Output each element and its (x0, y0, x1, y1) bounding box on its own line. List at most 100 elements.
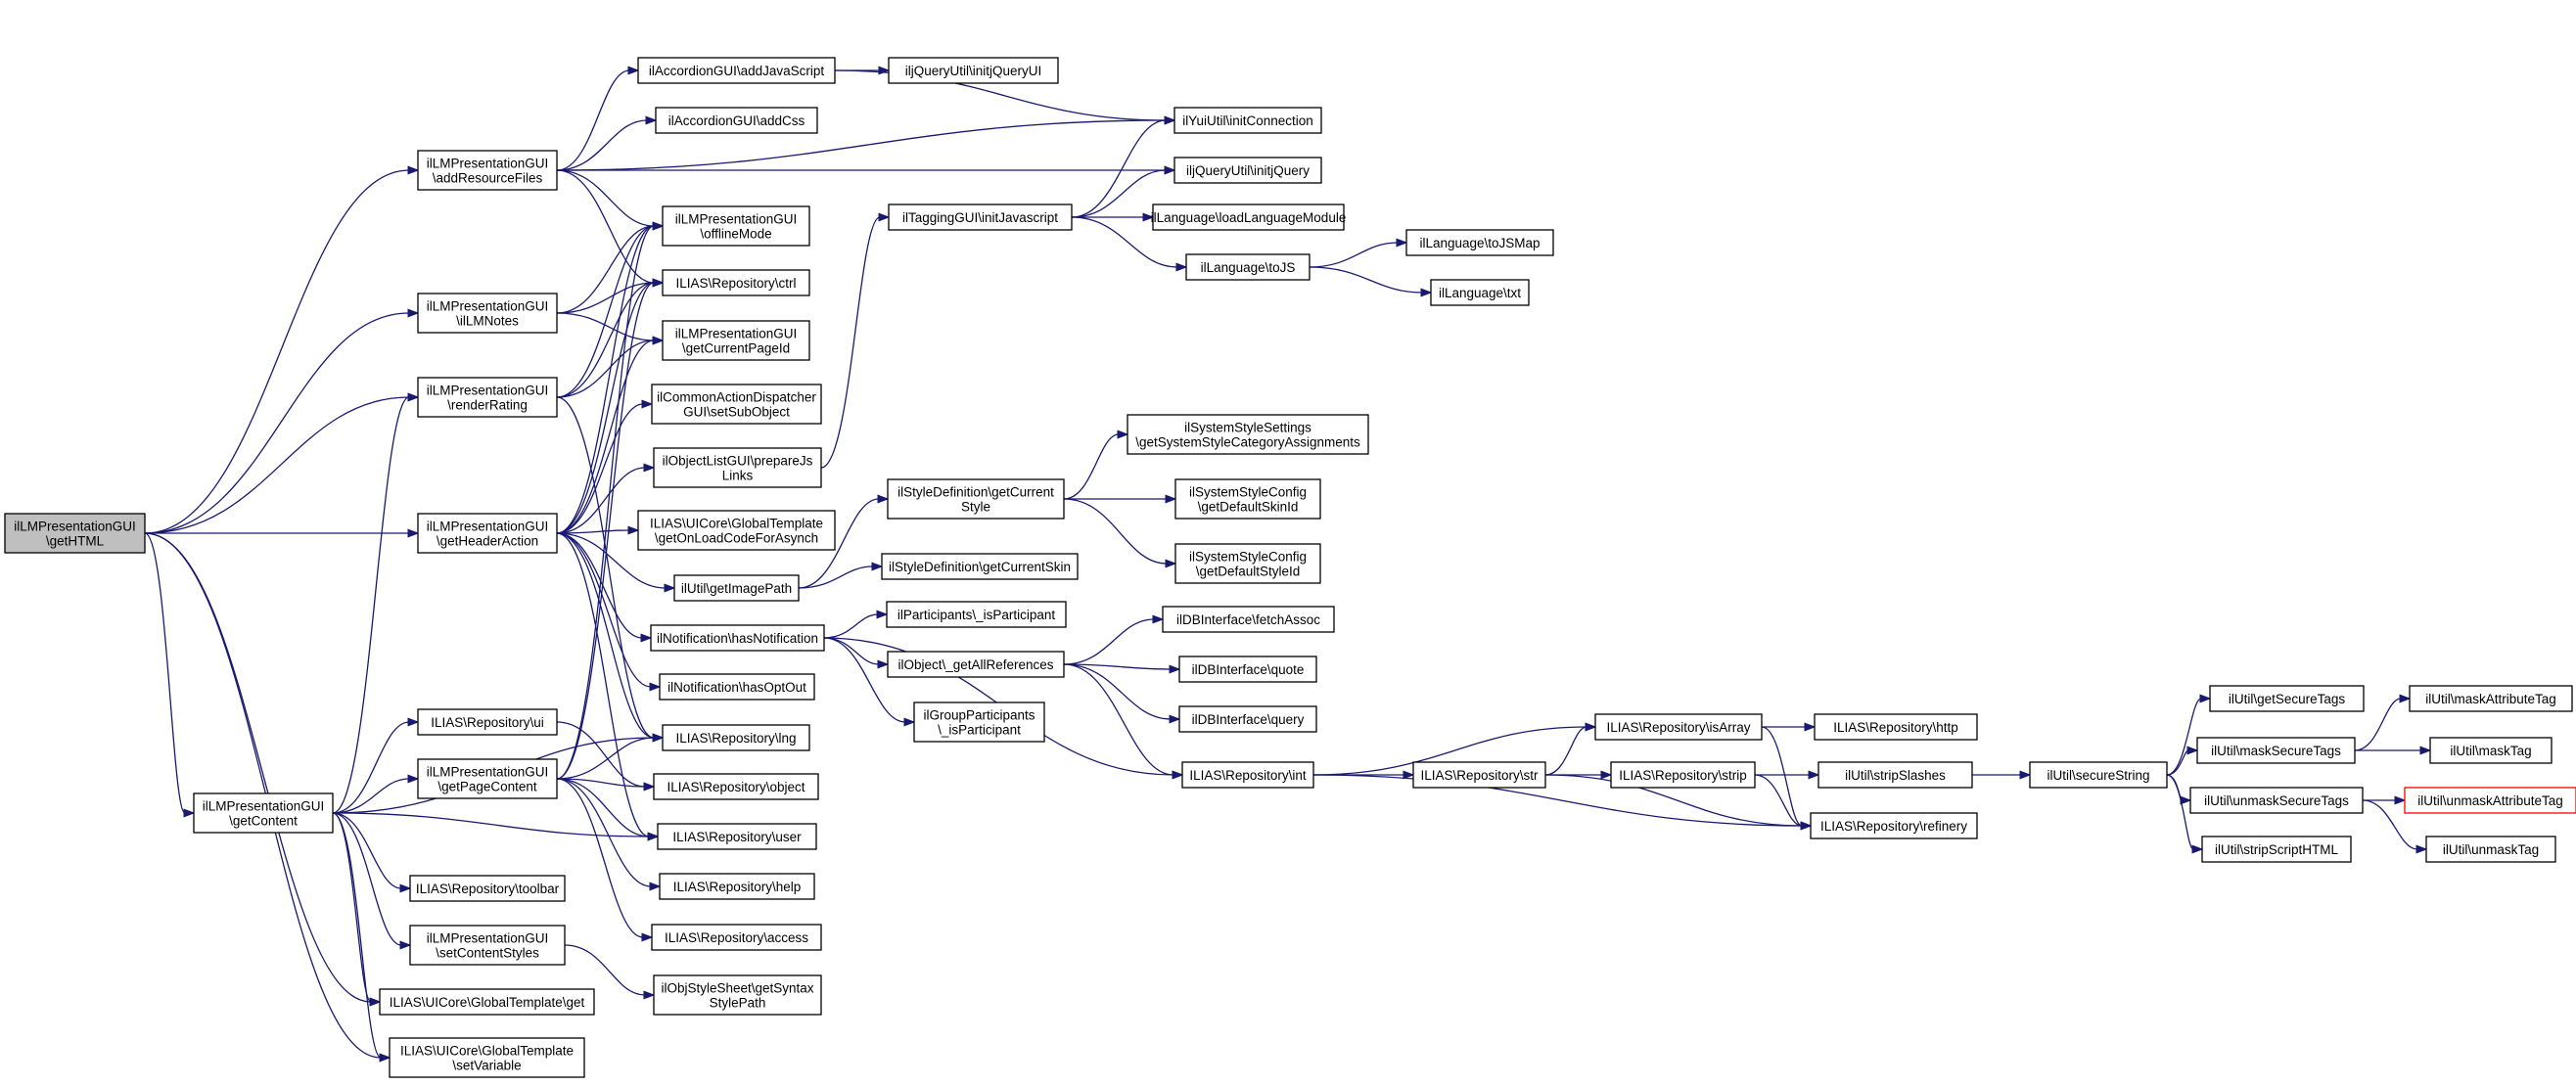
node-object[interactable]: ILIAS\Repository\object (653, 773, 819, 800)
call-graph-edges (144, 66, 2432, 1063)
node-ilLMNotes[interactable]: ilLMPresentationGUI\ilLMNotes (417, 293, 558, 334)
node-label: ILIAS\UICore\GlobalTemplate (400, 1044, 574, 1059)
node-box (888, 57, 1059, 84)
node-getSecureTags[interactable]: ilUtil\getSecureTags (2209, 685, 2365, 712)
node-initjQuery[interactable]: iljQueryUtil\initjQuery (1173, 157, 1322, 184)
node-getDefaultStyleId[interactable]: ilSystemStyleConfig\getDefaultStyleId (1174, 543, 1321, 584)
node-addResourceFiles[interactable]: ilLMPresentationGUI\addResourceFiles (417, 150, 558, 191)
node-getOnLoadCode[interactable]: ILIAS\UICore\GlobalTemplate\getOnLoadCod… (637, 510, 836, 551)
node-getDefaultSkinId[interactable]: ilSystemStyleConfig\getDefaultSkinId (1174, 478, 1321, 520)
node-toJS[interactable]: ilLanguage\toJS (1185, 253, 1311, 281)
edge-arrowhead (641, 399, 654, 409)
node-stripSlashes[interactable]: ilUtil\stripSlashes (1817, 761, 1973, 789)
edge-line (144, 396, 410, 534)
node-str[interactable]: ILIAS\Repository\str (1412, 761, 1546, 789)
node-help[interactable]: ILIAS\Repository\help (659, 873, 815, 900)
node-toolbar[interactable]: ILIAS\Repository\toolbar (409, 875, 566, 902)
node-label: \ilLMNotes (456, 314, 519, 329)
edge-line (1761, 726, 1803, 827)
node-getSystemStyleCat[interactable]: ilSystemStyleSettings\getSystemStyleCate… (1127, 414, 1369, 455)
node-isParticipant[interactable]: ilParticipants\_isParticipant (886, 601, 1067, 628)
node-label: \setVariable (452, 1059, 521, 1073)
edge-arrowhead (641, 932, 654, 942)
node-getPageContent[interactable]: ilLMPresentationGUI\getPageContent (417, 758, 558, 799)
node-taggingInitJs[interactable]: ilTaggingGUI\initJavascript (888, 204, 1073, 231)
edge-line (1309, 266, 1423, 294)
node-loadLanguageModule[interactable]: ilLanguage\loadLanguageModule (1151, 204, 1347, 231)
node-fetchAssoc[interactable]: ilDBInterface\fetchAssoc (1162, 606, 1335, 633)
node-query[interactable]: ilDBInterface\query (1178, 705, 1317, 733)
edge-hasNotification-to-getAllReferences (823, 637, 890, 669)
node-label: \_isParticipant (938, 723, 1021, 738)
edge-arrowhead (1169, 664, 1181, 674)
node-unmaskSecureTags[interactable]: ilUtil\unmaskSecureTags (2189, 787, 2364, 814)
edge-line (332, 396, 410, 814)
node-int[interactable]: ILIAS\Repository\int (1181, 761, 1314, 789)
node-toJSMap[interactable]: ilLanguage\toJSMap (1405, 229, 1554, 256)
node-getCurrentPageId[interactable]: ilLMPresentationGUI\getCurrentPageId (662, 320, 810, 361)
node-maskAttributeTag[interactable]: ilUtil\maskAttributeTag (2409, 685, 2573, 712)
node-ctrl[interactable]: ILIAS\Repository\ctrl (662, 269, 810, 296)
node-secureString[interactable]: ilUtil\secureString (2029, 761, 2168, 789)
node-user[interactable]: ILIAS\Repository\user (657, 823, 817, 850)
edge-line (556, 339, 655, 534)
edge-arrowhead (652, 221, 665, 231)
node-label: ilTaggingGUI\initJavascript (902, 210, 1058, 225)
node-box (417, 758, 558, 799)
edge-arrowhead (1804, 722, 1817, 732)
edge-getPageContent-to-ctrl (556, 278, 665, 780)
edge-arrowhead (1403, 770, 1415, 780)
edge-arrowhead (652, 278, 665, 288)
node-isArray[interactable]: ILIAS\Repository\isArray (1594, 713, 1763, 741)
node-offlineMode[interactable]: ilLMPresentationGUI\offlineMode (662, 205, 810, 247)
node-lng[interactable]: ILIAS\Repository\lng (662, 724, 810, 751)
node-groupIsParticipant[interactable]: ilGroupParticipants\_isParticipant (913, 701, 1045, 743)
node-box (1814, 713, 1978, 741)
node-quote[interactable]: ilDBInterface\quote (1178, 656, 1317, 683)
node-getHeaderAction[interactable]: ilLMPresentationGUI\getHeaderAction (417, 513, 558, 554)
node-access[interactable]: ILIAS\Repository\access (651, 924, 822, 951)
node-txt[interactable]: ilLanguage\txt (1430, 279, 1530, 306)
node-label: \getDefaultSkinId (1198, 500, 1299, 515)
node-label: ilUtil\maskSecureTags (2211, 744, 2341, 758)
node-unmaskTag[interactable]: ilUtil\unmaskTag (2425, 836, 2556, 863)
node-gtGet[interactable]: ILIAS\UICore\GlobalTemplate\get (379, 988, 595, 1016)
node-getAllReferences[interactable]: ilObject\_getAllReferences (887, 651, 1065, 678)
node-getCurrentSkin[interactable]: ilStyleDefinition\getCurrentSkin (881, 553, 1079, 580)
node-label: ilUtil\getImagePath (681, 581, 792, 596)
call-graph-nodes: ilLMPresentationGUI\getHTML ilLMPresentat… (4, 57, 2576, 1078)
node-http[interactable]: ILIAS\Repository\http (1814, 713, 1978, 741)
edge-line (556, 282, 655, 314)
node-refinery[interactable]: ILIAS\Repository\refinery (1810, 812, 1978, 839)
node-stripScriptHTML[interactable]: ilUtil\stripScriptHTML (2201, 836, 2352, 863)
node-setVariable[interactable]: ILIAS\UICore\GlobalTemplate\setVariable (389, 1037, 585, 1078)
node-initConnection[interactable]: ilYuiUtil\initConnection (1173, 107, 1322, 134)
node-accAddCss[interactable]: ilAccordionGUI\addCss (655, 107, 818, 134)
node-getImagePath[interactable]: ilUtil\getImagePath (673, 574, 800, 602)
node-accAddJS[interactable]: ilAccordionGUI\addJavaScript (637, 57, 836, 84)
node-label: \getPageContent (437, 780, 537, 794)
edge-unmaskSecureTags-to-unmaskAttributeTag (2363, 795, 2407, 805)
node-root[interactable]: ilLMPresentationGUI\getHTML (4, 513, 146, 554)
node-hasNotification[interactable]: ilNotification\hasNotification (650, 624, 825, 652)
node-renderRating[interactable]: ilLMPresentationGUI\renderRating (417, 377, 558, 418)
node-box (887, 651, 1065, 678)
node-hasOptOut[interactable]: ilNotification\hasOptOut (659, 673, 815, 701)
edge-line (1754, 774, 1803, 827)
node-maskSecureTags[interactable]: ilUtil\maskSecureTags (2196, 737, 2356, 764)
node-ui[interactable]: ILIAS\Repository\ui (417, 708, 558, 736)
node-unmaskAttributeTag[interactable]: ilUtil\unmaskAttributeTag (2404, 787, 2576, 814)
edge-line (823, 613, 879, 639)
node-maskTag[interactable]: ilUtil\maskTag (2429, 737, 2553, 764)
node-box (662, 205, 810, 247)
node-strip[interactable]: ILIAS\Repository\strip (1610, 761, 1756, 789)
node-getContent[interactable]: ilLMPresentationGUI\getContent (193, 792, 334, 834)
node-initjQueryUI[interactable]: iljQueryUtil\initjQueryUI (888, 57, 1059, 84)
node-setContentStyles[interactable]: ilLMPresentationGUI\setContentStyles (409, 925, 566, 966)
edge-root-to-ilLMNotes (144, 308, 420, 534)
node-label: ilGroupParticipants (923, 708, 1035, 723)
